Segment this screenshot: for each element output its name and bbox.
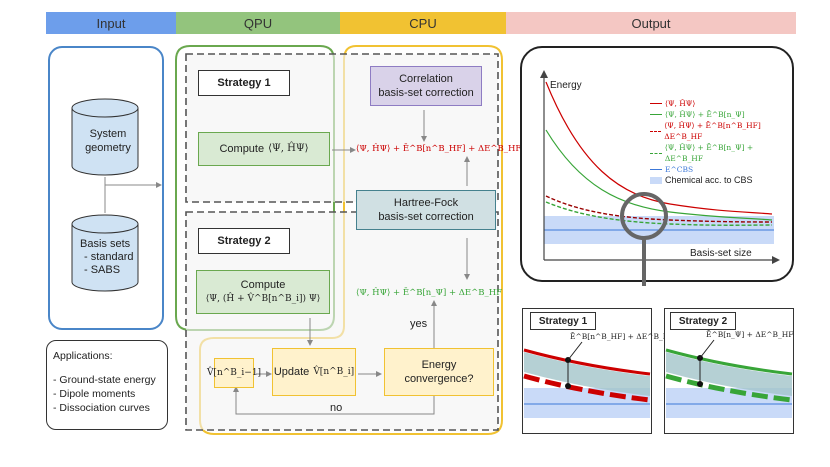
- legend-label: E^CBS: [665, 165, 694, 174]
- application-item: - Dipole moments: [53, 388, 136, 400]
- legend-swatch: [650, 177, 662, 184]
- hartree-fock-box: Hartree-Fock basis-set correction: [356, 190, 496, 230]
- legend-item: ⟨Ψ, ĤΨ⟩: [650, 98, 792, 109]
- zoom-strategy1-label: Ē^B[n^B_HF] + ΔE^B_HF: [570, 332, 675, 341]
- header-input: Input: [46, 12, 176, 34]
- application-item: - Ground-state energy: [53, 374, 156, 386]
- basis-size-axis-label: Basis-set size: [690, 248, 752, 259]
- yes-label: yes: [410, 318, 428, 330]
- legend-item: ⟨Ψ, ĤΨ⟩ + Ē^B[n^B_HF] ΔE^B_HF: [650, 120, 792, 142]
- header-output-label: Output: [631, 15, 671, 31]
- zoom-strategy1-title: Strategy 1: [530, 312, 596, 330]
- header-input-label: Input: [96, 15, 126, 31]
- correlation-box: Correlation basis-set correction: [370, 66, 482, 106]
- zoom2-green-dashed: [665, 373, 793, 403]
- header-qpu: QPU: [176, 12, 340, 34]
- legend-item: Chemical acc. to CBS: [650, 175, 792, 186]
- legend-item: ⟨Ψ, ĤΨ⟩ + Ē^B[n_Ψ] + ΔE^B_HF: [650, 142, 792, 164]
- legend-swatch: [650, 152, 662, 154]
- basis-sets-label: Basis sets - standard - SABS: [80, 238, 160, 277]
- legend-label: ⟨Ψ, ĤΨ⟩ + Ē^B[n^B_HF] ΔE^B_HF: [664, 121, 761, 141]
- curve-red-dashed: [545, 195, 773, 223]
- energy-axis-label: Energy: [550, 80, 582, 91]
- legend-swatch: [650, 114, 662, 115]
- strategy1-compute-math: ⟨Ψ, ĤΨ⟩: [268, 143, 309, 154]
- zoom1-red-solid: [523, 348, 651, 376]
- energy-convergence-box: Energy convergence?: [384, 348, 494, 396]
- basis-sets-title: Basis sets: [80, 238, 131, 250]
- legend-item: ⟨Ψ, ĤΨ⟩ + Ē^B[n_Ψ]: [650, 109, 792, 120]
- legend-label: Chemical acc. to CBS: [665, 175, 753, 185]
- header-output: Output: [506, 12, 796, 34]
- strategy1-compute-prefix: Compute: [219, 143, 265, 155]
- input-cylinders: [71, 98, 162, 292]
- legend-item: E^CBS: [650, 164, 792, 175]
- update-math: V̂[n^B_i]: [313, 367, 355, 377]
- v-previous-box: V̂[n^B_i−1]: [207, 358, 261, 388]
- curve-red-solid: [545, 81, 773, 215]
- applications-title: Applications:: [53, 350, 113, 362]
- no-label: no: [330, 402, 343, 414]
- zoom1-red-dashed: [523, 373, 651, 403]
- legend-label: ⟨Ψ, ĤΨ⟩ + Ē^B[n_Ψ]: [665, 110, 745, 119]
- legend-swatch: [650, 169, 662, 170]
- header-qpu-label: QPU: [243, 15, 273, 31]
- header-cpu: CPU: [340, 12, 506, 34]
- legend-label: ⟨Ψ, ĤΨ⟩ + Ē^B[n_Ψ] + ΔE^B_HF: [664, 143, 754, 163]
- strategy2-equation: ⟨Ψ, ĤΨ⟩ + Ē^B[n_Ψ] + ΔE^B_HF: [356, 288, 503, 298]
- strategy1-equation: ⟨Ψ, ĤΨ⟩ + Ē^B[n^B_HF] + ΔE^B_HF: [356, 144, 522, 154]
- basis-sabs: - SABS: [84, 264, 121, 276]
- legend-swatch: [650, 103, 662, 104]
- zoom-strategy2-label: Ē^B[n_Ψ] + ΔE^B_HF: [706, 330, 794, 339]
- legend-label: ⟨Ψ, ĤΨ⟩: [665, 99, 696, 108]
- plot-legend: ⟨Ψ, ĤΨ⟩ ⟨Ψ, ĤΨ⟩ + Ē^B[n_Ψ] ⟨Ψ, ĤΨ⟩ + Ē^B…: [650, 98, 792, 186]
- zoom2-green-solid: [665, 348, 793, 376]
- applications-box: Applications: - Ground-state energy - Di…: [46, 340, 168, 430]
- output-plot: [540, 70, 780, 286]
- strategy2-compute-math: ⟨Ψ, (Ĥ + V̂^B[n^B_i]) Ψ⟩: [205, 294, 321, 304]
- basis-standard: - standard: [84, 251, 134, 263]
- legend-swatch: [650, 130, 662, 132]
- curve-green-solid: [545, 129, 773, 221]
- system-geometry-label: System geometry: [85, 128, 131, 154]
- zoom2-band: [666, 352, 792, 396]
- strategy2-title: Strategy 2: [198, 228, 290, 254]
- system-geometry-cylinder: [71, 98, 139, 176]
- strategy1-compute-box: Compute ⟨Ψ, ĤΨ⟩: [198, 132, 330, 166]
- strategy1-title: Strategy 1: [198, 70, 290, 96]
- zoom1-band: [524, 352, 650, 396]
- curve-green-dashed: [545, 201, 773, 226]
- update-label: Update: [273, 366, 310, 378]
- strategy2-compute-box: Compute ⟨Ψ, (Ĥ + V̂^B[n^B_i]) Ψ⟩: [196, 270, 330, 314]
- update-box: Update V̂[n^B_i]: [272, 348, 356, 396]
- header-cpu-label: CPU: [409, 15, 437, 31]
- zoom-strategy1-plot: [523, 341, 651, 418]
- input-panel: [48, 46, 164, 330]
- zoom-strategy2-title: Strategy 2: [670, 312, 736, 330]
- application-item: - Dissociation curves: [53, 402, 150, 414]
- strategy2-compute-title: Compute: [240, 279, 286, 291]
- basis-sets-cylinder: [71, 214, 139, 292]
- zoom-strategy2-plot: [665, 339, 793, 418]
